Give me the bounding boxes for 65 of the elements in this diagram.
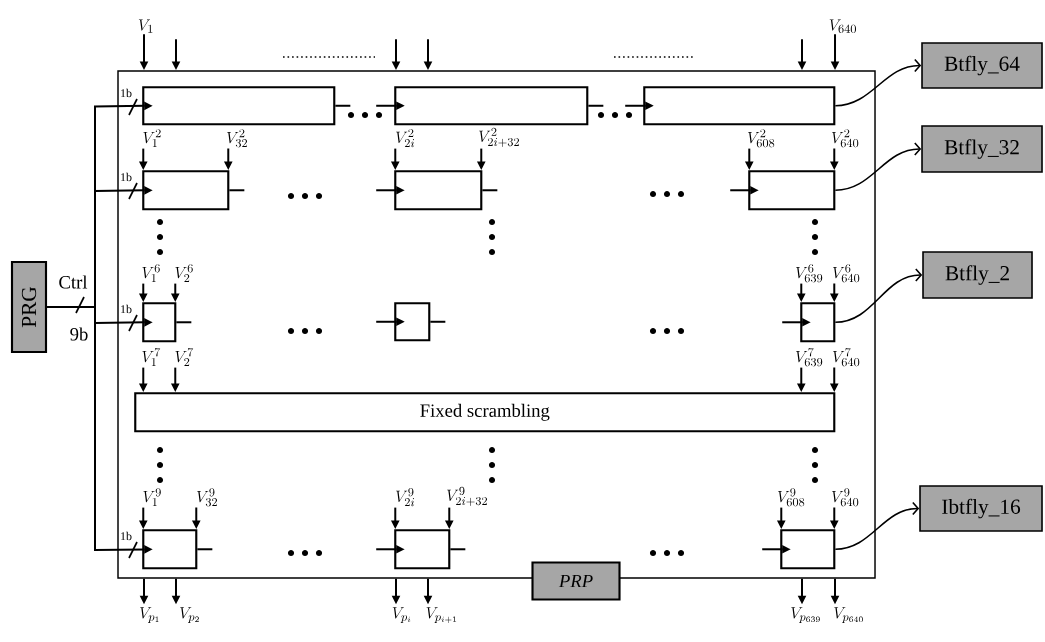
connector-stub [481, 189, 499, 192]
signal-label: $V_{2i}^{9}$ [396, 487, 415, 507]
signal-label: $V_{p_{640}}$ [834, 607, 863, 623]
signal-label: $V_{640}$ [829, 19, 856, 33]
signal-label: $V_{2i+32}^{2}$ [479, 127, 519, 147]
curved-arrow [834, 268, 923, 324]
register-box [142, 529, 198, 570]
signal-label: $V_{32}^{9}$ [197, 488, 218, 507]
signal-label: $V_{640}^{9}$ [832, 488, 859, 507]
signal-label: $V_{1}^{9}$ [143, 488, 161, 506]
signal-label: $V_{p_{1}}$ [140, 607, 159, 623]
register-box [780, 529, 836, 570]
signal-label: $V_{32}^{2}$ [227, 129, 248, 148]
connector-stub [175, 321, 193, 324]
curved-arrow [834, 501, 920, 551]
signal-label: $V_{p_{i}}$ [392, 607, 411, 623]
signal-label: $V_{608}^{2}$ [748, 129, 775, 148]
signal-label: $V_{1}$ [138, 19, 153, 33]
register-box [394, 86, 589, 126]
signal-label: $V_{p_{i+1}}$ [426, 607, 457, 624]
signal-label: $V_{1}^{6}$ [142, 264, 160, 282]
signal-label: $V_{2i+32}^{9}$ [447, 486, 487, 506]
connector-stub [228, 189, 246, 192]
register-box [800, 302, 836, 343]
signal-label: $V_{p_{639}}$ [791, 607, 820, 623]
signal-label: $V_{2}^{6}$ [175, 264, 193, 282]
signal-label: $V_{639}^{6}$ [796, 264, 823, 283]
connector-stub [334, 104, 352, 107]
signal-label: $V_{2}^{7}$ [175, 348, 194, 366]
signal-label: $V_{639}^{7}$ [796, 348, 823, 367]
output-block: Btfly_64 [921, 42, 1043, 89]
signal-label: $V_{640}^{2}$ [832, 129, 859, 148]
connector-stub [196, 548, 214, 551]
register-box [643, 86, 836, 126]
signal-label: $V_{640}^{7}$ [833, 348, 860, 367]
signal-name: 9b [70, 327, 88, 341]
scrambling-box: Fixed scrambling [134, 392, 836, 433]
signal-label: $V_{2i}^{2}$ [396, 128, 415, 148]
register-box [394, 302, 431, 342]
connector-stub [429, 320, 447, 323]
register-box [142, 86, 336, 126]
bus-width-label: 1b [121, 88, 132, 98]
generator-block: PRG [10, 260, 48, 354]
connector-stub [449, 548, 467, 551]
register-box [394, 170, 483, 211]
curved-arrow [834, 58, 922, 107]
signal-label: $V_{1}^{2}$ [143, 129, 161, 147]
register-box [394, 529, 451, 570]
bus-width-label: 1b [121, 531, 132, 541]
connector-stub [587, 104, 605, 107]
signal-label: $V_{1}^{7}$ [142, 348, 161, 366]
bus-width-label: 1b [121, 304, 132, 314]
bus-width-label: 1b [121, 172, 132, 182]
signal-label: $V_{640}^{6}$ [833, 264, 860, 283]
name-tag: PRP [531, 561, 621, 601]
output-block: Btfly_2 [922, 251, 1033, 299]
register-box [748, 170, 836, 211]
signal-label: $V_{608}^{9}$ [778, 488, 805, 507]
curved-arrow [834, 142, 922, 192]
signal-label: $V_{p_{2}}$ [180, 607, 199, 623]
register-box [142, 170, 230, 211]
register-box [142, 302, 177, 343]
output-block: Ibtfly_16 [919, 485, 1043, 532]
signal-name: Ctrl [59, 275, 88, 289]
output-block: Btfly_32 [921, 125, 1043, 173]
